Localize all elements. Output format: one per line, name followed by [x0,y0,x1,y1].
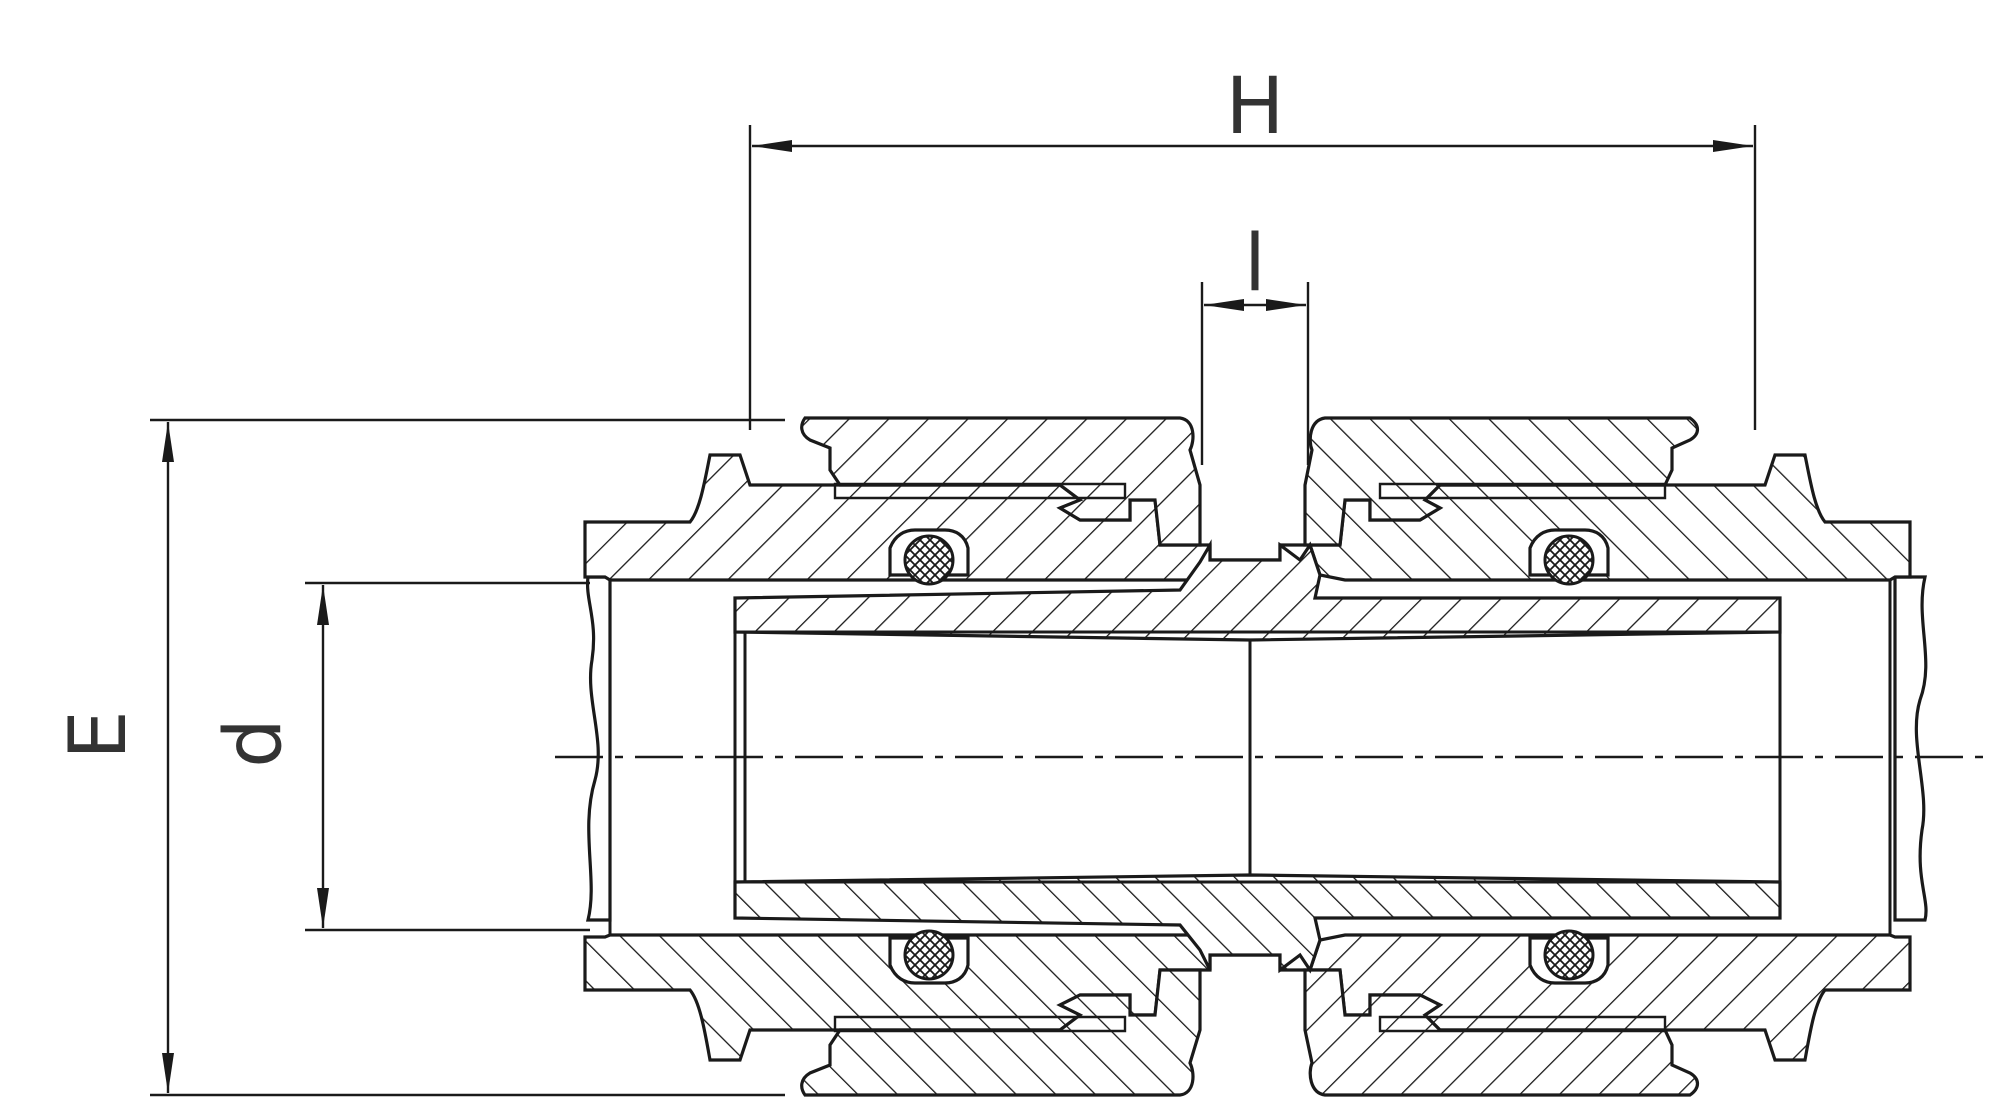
o-ring-lower-left [888,929,970,985]
dimension-h: H [748,62,1757,430]
dimension-h-label: H [1226,62,1285,152]
dimension-e-label: E [54,710,144,759]
dimension-e: E [54,418,785,1097]
coupling-body-upper [583,416,1912,642]
o-ring-upper-left [888,528,970,586]
pipe-left [585,575,612,922]
dimension-l-label: l [1244,219,1266,309]
o-ring-lower-right [1528,929,1610,985]
dimension-d: d [209,581,590,932]
pipe-right [1893,575,1928,922]
o-ring-upper-right [1528,528,1610,586]
dimension-d-label: d [209,718,299,768]
dimension-l: l [1200,219,1310,465]
coupling-body-lower [583,873,1912,1097]
